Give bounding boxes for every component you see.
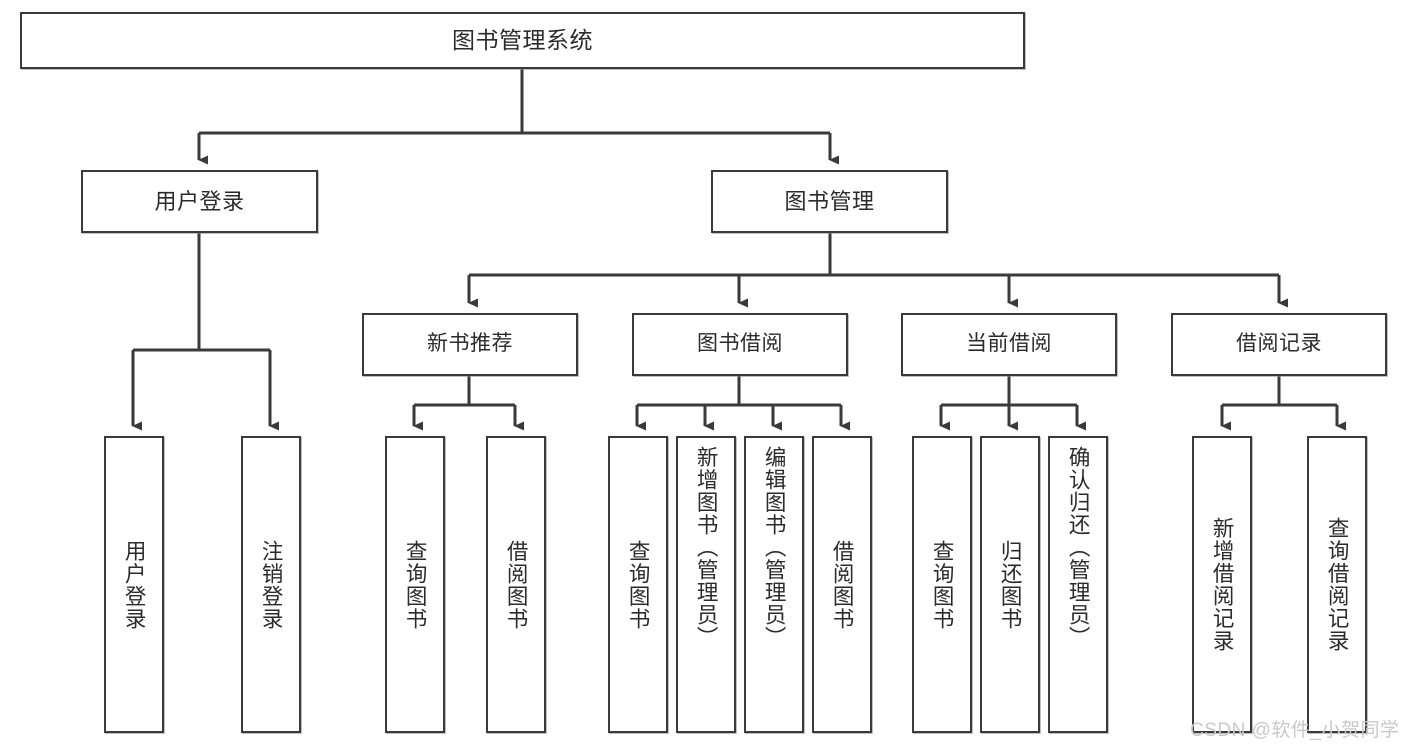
- node-label: 新增借阅记录: [1210, 517, 1235, 652]
- node-root[interactable]: 图书管理系统: [20, 12, 1025, 69]
- leaf-add-book[interactable]: 新增图书（管理员）: [676, 436, 736, 733]
- leaf-query-book-2[interactable]: 查询图书: [608, 436, 668, 733]
- node-label: 编辑图书（管理员）: [762, 446, 787, 649]
- node-label: 查询图书: [626, 539, 651, 630]
- leaf-query-book-3[interactable]: 查询图书: [912, 436, 972, 733]
- leaf-return-book[interactable]: 归还图书: [980, 436, 1040, 733]
- node-label: 用户登录: [122, 539, 147, 630]
- node-book-manage[interactable]: 图书管理: [711, 170, 948, 233]
- node-label: 新增图书（管理员）: [694, 446, 719, 649]
- node-new-book-rec[interactable]: 新书推荐: [362, 313, 578, 376]
- node-user-login[interactable]: 用户登录: [81, 170, 318, 233]
- node-label: 查询图书: [403, 539, 428, 630]
- node-label: 图书管理系统: [452, 27, 593, 54]
- node-label: 当前借阅: [966, 332, 1052, 356]
- node-label: 查询借阅记录: [1325, 517, 1350, 652]
- leaf-query-record[interactable]: 查询借阅记录: [1307, 436, 1367, 733]
- node-borrow-record[interactable]: 借阅记录: [1171, 313, 1387, 376]
- node-label: 查询图书: [930, 539, 955, 630]
- node-label: 借阅图书: [504, 539, 529, 630]
- leaf-user-logout[interactable]: 注销登录: [241, 436, 301, 733]
- node-label: 图书管理: [784, 188, 875, 214]
- node-book-borrow[interactable]: 图书借阅: [632, 313, 848, 376]
- node-label: 借阅记录: [1236, 332, 1322, 356]
- leaf-borrow-book-2[interactable]: 借阅图书: [812, 436, 872, 733]
- node-label: 注销登录: [259, 539, 284, 630]
- node-label: 归还图书: [998, 539, 1023, 630]
- leaf-edit-book[interactable]: 编辑图书（管理员）: [744, 436, 804, 733]
- node-label: 借阅图书: [830, 539, 855, 630]
- leaf-borrow-book-1[interactable]: 借阅图书: [486, 436, 546, 733]
- leaf-add-record[interactable]: 新增借阅记录: [1192, 436, 1252, 733]
- csdn-watermark: CSDN @软件_小贺同学: [1190, 720, 1400, 741]
- node-label: 用户登录: [154, 188, 245, 214]
- leaf-confirm-return[interactable]: 确认归还（管理员）: [1048, 436, 1108, 733]
- node-label: 确认归还（管理员）: [1066, 446, 1091, 649]
- node-label: 图书借阅: [697, 332, 783, 356]
- node-current-borrow[interactable]: 当前借阅: [901, 313, 1117, 376]
- node-label: 新书推荐: [427, 332, 513, 356]
- leaf-user-login[interactable]: 用户登录: [104, 436, 164, 733]
- leaf-query-book-1[interactable]: 查询图书: [385, 436, 445, 733]
